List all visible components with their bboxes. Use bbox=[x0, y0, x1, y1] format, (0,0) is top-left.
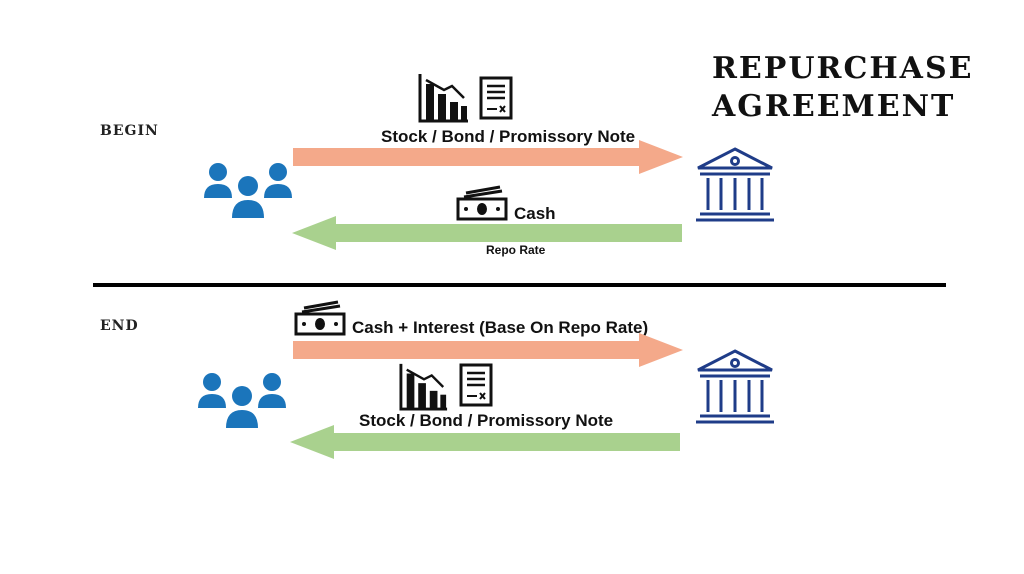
begin-securities-arrow bbox=[293, 140, 683, 174]
title-line-1: REPURCHASE bbox=[712, 51, 974, 86]
document-icon bbox=[459, 363, 493, 407]
begin-cash-arrow bbox=[292, 216, 682, 250]
diagram-title: REPURCHASE AGREEMENT bbox=[712, 50, 974, 126]
people-group-icon bbox=[198, 373, 286, 428]
end-cash-interest-label: Cash + Interest (Base On Repo Rate) bbox=[352, 318, 649, 337]
section-divider bbox=[93, 283, 946, 287]
bank-icon bbox=[696, 349, 774, 424]
end-securities-label: Stock / Bond / Promissory Note bbox=[359, 411, 614, 430]
cash-icon bbox=[456, 185, 508, 221]
bar-chart-icon bbox=[399, 363, 448, 411]
end-cash-interest-arrow bbox=[293, 333, 683, 367]
cash-icon bbox=[294, 300, 346, 336]
begin-cash-label: Cash bbox=[514, 204, 556, 223]
bar-chart-icon bbox=[418, 74, 468, 123]
end-label: END bbox=[100, 318, 139, 334]
begin-label: BEGIN bbox=[100, 123, 159, 139]
begin-securities-label: Stock / Bond / Promissory Note bbox=[381, 127, 636, 146]
title-line-2: AGREEMENT bbox=[712, 89, 956, 124]
people-group-icon bbox=[204, 163, 292, 218]
end-securities-arrow bbox=[290, 425, 680, 459]
repo-rate-label: Repo Rate bbox=[486, 243, 546, 257]
bank-icon bbox=[696, 147, 774, 222]
document-icon bbox=[479, 76, 513, 120]
